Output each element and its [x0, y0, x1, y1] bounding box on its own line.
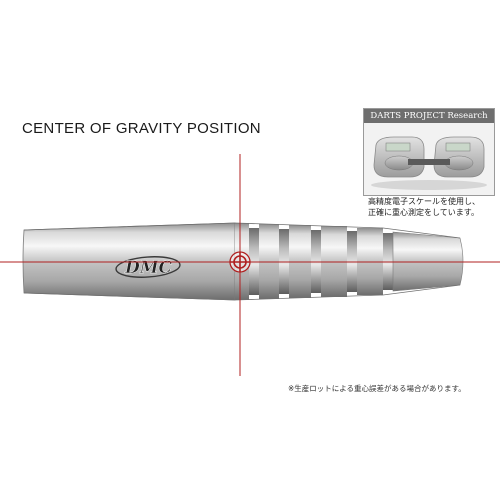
- brand-logo: DMC: [115, 256, 181, 278]
- inset-note-line: 正確に重心測定をしています。: [368, 208, 479, 217]
- scale-photo: [364, 123, 494, 195]
- footnote: ※生産ロットによる重心誤差がある場合があります。: [288, 384, 466, 393]
- page-title: CENTER OF GRAVITY POSITION: [22, 120, 261, 137]
- research-inset: DARTS PROJECT Research: [363, 108, 495, 196]
- inset-header: DARTS PROJECT Research: [364, 109, 494, 123]
- inset-note: 高精度電子スケールを使用し、 正確に重心測定をしています。: [368, 196, 500, 218]
- dart-barrel-illustration: DMC: [0, 154, 500, 376]
- svg-text:DMC: DMC: [124, 258, 173, 278]
- inset-note-line: 高精度電子スケールを使用し、: [368, 197, 480, 206]
- crosshair-target-icon: [229, 251, 251, 273]
